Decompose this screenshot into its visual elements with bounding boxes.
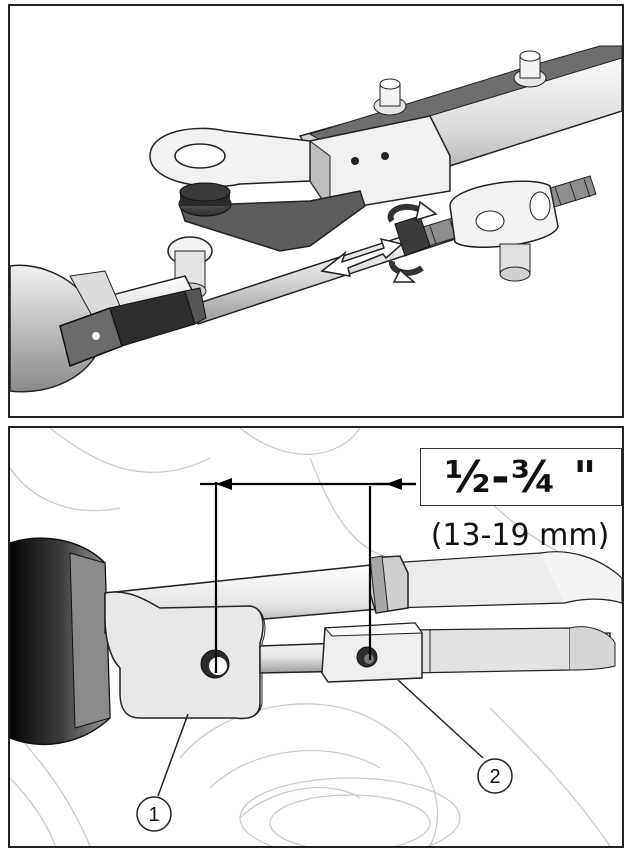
- mounting-bracket: [309, 115, 451, 213]
- linkage-assembly-drawing: [10, 45, 622, 393]
- measurement-metric-label: (13-19 mm): [430, 518, 610, 553]
- hex-nut: [369, 555, 409, 614]
- measurement-indicator: [200, 478, 416, 673]
- measurement-detail-drawing: 1 2: [10, 428, 622, 846]
- jam-nut: [394, 215, 431, 257]
- measurement-imperial-label: ½-¾ ": [420, 448, 622, 506]
- lever-arm: [178, 182, 366, 252]
- callout-2: 2: [397, 679, 513, 794]
- rubber-boot: [10, 537, 111, 746]
- eye-bracket: [104, 591, 266, 720]
- eyelet-tab: [149, 127, 311, 188]
- callout-1: 1: [136, 713, 189, 832]
- background-linework: [10, 428, 611, 846]
- bolt-head: [513, 50, 547, 88]
- tie-rod-left: [10, 264, 207, 393]
- lower-rod: [259, 626, 616, 674]
- arrowhead-icon: [386, 478, 402, 490]
- hex-end-fitting: [59, 287, 207, 368]
- rod-end-housing: [449, 180, 559, 282]
- callout-number: 1: [148, 804, 159, 826]
- rotation-arrow-icon: [387, 200, 438, 283]
- arrowhead-icon: [216, 478, 232, 490]
- top-illustration-panel: [8, 4, 624, 418]
- callout-number: 2: [489, 766, 500, 788]
- clevis-block: [321, 622, 423, 683]
- bottom-measurement-panel: 1 2 ½-¾ " (13-19 mm): [8, 426, 624, 848]
- bolt-head: [373, 78, 407, 116]
- adjustment-direction-arrow-icon: [320, 237, 404, 277]
